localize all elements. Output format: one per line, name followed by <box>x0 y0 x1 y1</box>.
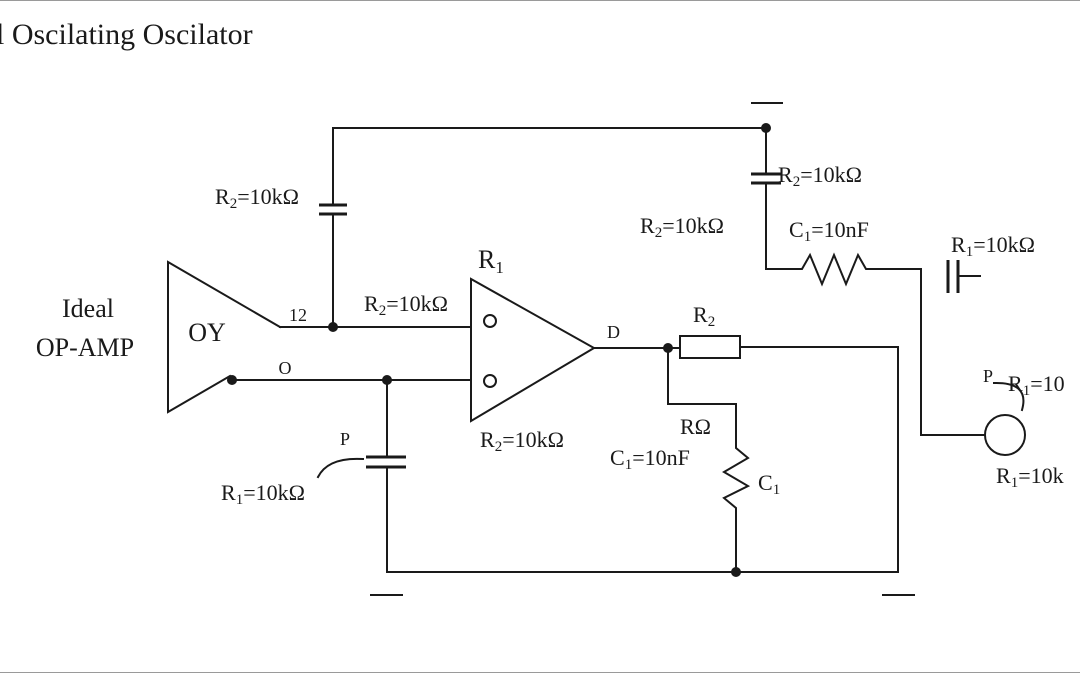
diagram-title: l Oscilating Oscilator <box>0 18 253 51</box>
resistor-c1-zigzag <box>722 403 751 573</box>
r1-right-p-label: R1=10 <box>1008 371 1065 399</box>
probe-terminal <box>984 414 1026 456</box>
r1-bottom-right-label: R1=10k <box>996 463 1064 491</box>
c1-label: C1 <box>758 470 780 498</box>
op-amp-r1 <box>470 277 597 423</box>
frame-bottom-border <box>0 672 1080 673</box>
p-left-lead <box>316 457 365 479</box>
ideal-label: Ideal <box>62 294 114 323</box>
r2-top-cap-label: R2=10kΩ <box>778 162 862 190</box>
frame-top-border <box>0 0 1080 1</box>
r1-top-label: R1 <box>478 245 504 277</box>
r1-left-label: R1=10kΩ <box>221 480 305 508</box>
c1-top-label: C1=10nF <box>789 217 869 245</box>
r1-right-cap-label: R1=10kΩ <box>951 232 1035 260</box>
r1-input-minus <box>483 374 497 388</box>
r2-left-cap-label: R2=10kΩ <box>215 184 299 212</box>
pin-o-label: O <box>279 358 292 378</box>
r-ohm-label: RΩ <box>680 414 711 439</box>
node-bottom <box>731 567 741 577</box>
r2-input-label: R2=10kΩ <box>364 291 448 319</box>
resistor-r2-box <box>679 335 741 359</box>
r2-below-amp-label: R2=10kΩ <box>480 427 564 455</box>
r2-box-label: R2 <box>693 302 715 330</box>
probe-lead <box>992 381 1025 412</box>
oy-label: OY <box>188 318 226 347</box>
r2-right-mid-label: R2=10kΩ <box>640 213 724 241</box>
c1-mid-label: C1=10nF <box>610 445 690 473</box>
resistor-top-zigzag <box>765 252 922 287</box>
r1-input-plus <box>483 314 497 328</box>
p-left-label: P <box>340 429 350 449</box>
d-label: D <box>607 322 620 342</box>
pin-12-label: 12 <box>289 305 307 325</box>
op-amp-label: OP-AMP <box>36 333 134 362</box>
p-right-label: P <box>983 366 993 386</box>
